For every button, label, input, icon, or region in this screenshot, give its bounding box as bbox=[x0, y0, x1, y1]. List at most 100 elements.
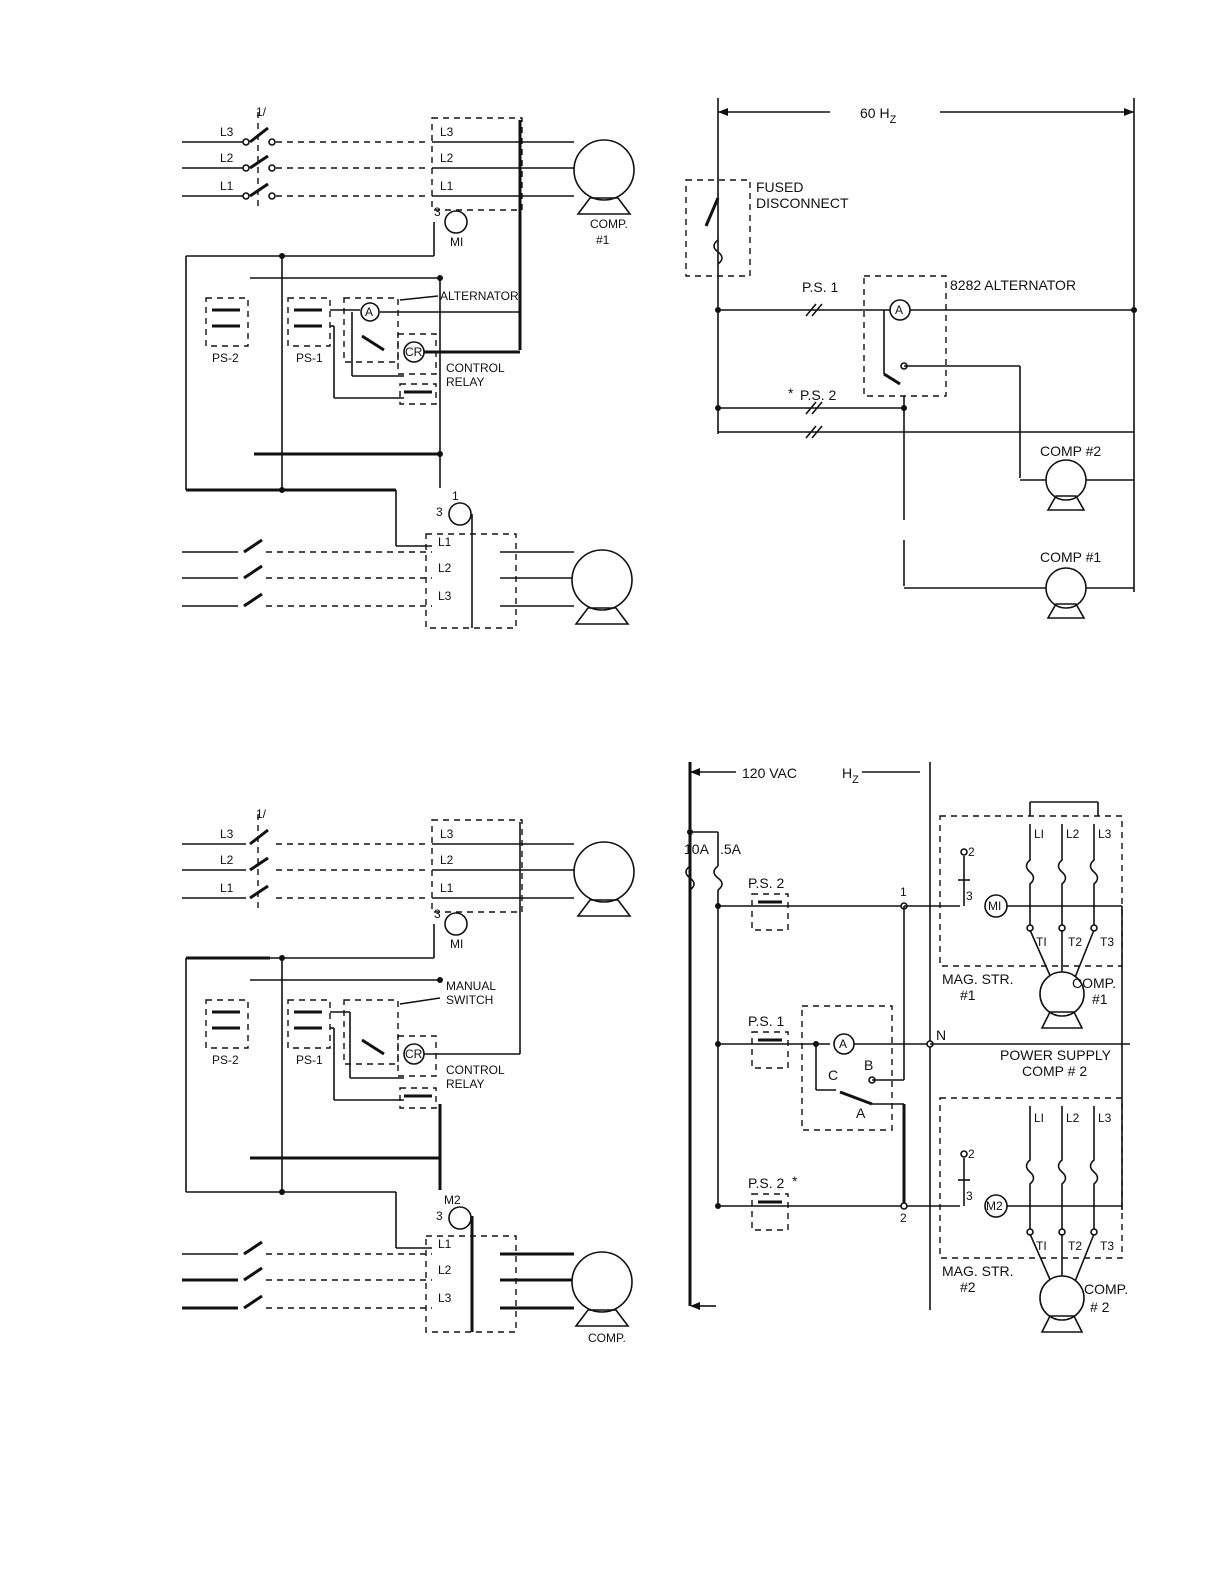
mag-str1-line2: #1 bbox=[960, 987, 976, 1003]
c-control-relay-line2: RELAY bbox=[446, 1077, 484, 1091]
term2-bottom: 2 bbox=[968, 1147, 975, 1161]
diagram-a-disconnect: L3 L2 L1 1/ bbox=[182, 105, 428, 206]
c-motor-label: COMP. bbox=[588, 1331, 626, 1345]
supply-d: 120 VAC bbox=[742, 765, 797, 781]
c-line-l2: L2 bbox=[220, 853, 234, 867]
alt-b-label: B bbox=[864, 1057, 873, 1073]
load-term-top-t1: TI bbox=[1036, 935, 1047, 949]
line-term-bottom-l1: LI bbox=[1034, 1111, 1044, 1125]
mag-str2-line1: MAG. STR. bbox=[942, 1263, 1014, 1279]
term3-bottom: 3 bbox=[966, 1189, 973, 1203]
comp1-d-line2: #1 bbox=[1092, 991, 1108, 1007]
load-term-bottom-t1: TI bbox=[1036, 1239, 1047, 1253]
power-supply-line1: POWER SUPPLY bbox=[1000, 1047, 1112, 1063]
load-term-bottom-t3: T3 bbox=[1100, 1239, 1114, 1253]
diagram-a-starter-1: L3 L2 L1 3 MI bbox=[431, 117, 574, 350]
diagram-d: 120 VAC HZ 10A .5A P.S. 2 1 bbox=[684, 762, 1130, 1333]
fused-line2: DISCONNECT bbox=[756, 195, 849, 211]
load-term-top-t3: T3 bbox=[1100, 935, 1114, 949]
motor-number: #1 bbox=[596, 233, 610, 247]
lower-line-l2: L2 bbox=[438, 561, 452, 575]
comp2-d-line2: # 2 bbox=[1090, 1299, 1110, 1315]
comp2-label-b: COMP #2 bbox=[1040, 443, 1101, 459]
diagram-a-ps2: PS-2 bbox=[205, 297, 249, 365]
c-contactor-l3: L3 bbox=[440, 827, 454, 841]
lower-coil-terminal: 3 bbox=[436, 505, 443, 519]
line-label-l1: L1 bbox=[220, 179, 234, 193]
control-relay-line1: CONTROL bbox=[446, 361, 505, 375]
ps1-label-d: P.S. 1 bbox=[748, 1013, 785, 1029]
control-relay-line2: RELAY bbox=[446, 375, 484, 389]
coil-top: MI bbox=[988, 899, 1001, 913]
alternator-label: ALTERNATOR bbox=[440, 289, 519, 303]
diagram-d-ps2-bottom: P.S. 2 * 2 bbox=[715, 1173, 960, 1231]
node1-label: 1 bbox=[900, 885, 907, 899]
comp1-d-line1: COMP. bbox=[1072, 975, 1116, 991]
diagram-c-ps1: PS-1 bbox=[287, 999, 404, 1101]
alt-c-label: C bbox=[828, 1067, 838, 1083]
fused-line1: FUSED bbox=[756, 179, 803, 195]
c-ps2-label: PS-2 bbox=[212, 1053, 239, 1067]
supply-hz-d: HZ bbox=[842, 765, 859, 786]
term2-top: 2 bbox=[968, 845, 975, 859]
ps2-bottom-mark: * bbox=[792, 1173, 798, 1189]
fuse2-label: .5A bbox=[720, 841, 742, 857]
load-term-bottom-t2: T2 bbox=[1068, 1239, 1082, 1253]
contactor-l3: L3 bbox=[440, 125, 454, 139]
diagram-a: L3 L2 L1 1/ L3 L2 L1 3 MI COMP. # bbox=[182, 105, 635, 629]
c-line-l3: L3 bbox=[220, 827, 234, 841]
diagram-d-ps2-top: P.S. 2 1 bbox=[715, 875, 960, 931]
mag-str1-line1: MAG. STR. bbox=[942, 971, 1014, 987]
diagram-d-mag-starter-2: 2 3 M2 LI L2 L3 TI T2 T3 MAG. STR. #2 CO… bbox=[939, 1097, 1128, 1333]
diagram-b-comp2: COMP #2 bbox=[1020, 443, 1134, 511]
diagram-c-starter-1: L3 L2 L1 3 MI bbox=[431, 819, 635, 1054]
line-term-top-l2: L2 bbox=[1066, 827, 1080, 841]
line-term-top-l1: LI bbox=[1034, 827, 1044, 841]
relay-symbol: CR bbox=[405, 345, 423, 359]
diagram-c-starter-2: 3 M2 L1 L2 L3 COMP. bbox=[182, 1193, 633, 1345]
diagram-a-ps1: PS-1 bbox=[287, 297, 404, 399]
diagram-b-alternator: A 8282 ALTERNATOR bbox=[863, 275, 1076, 397]
diagram-d-ps1: P.S. 1 A B C A N bbox=[715, 906, 946, 1206]
c-relay-symbol: CR bbox=[405, 1047, 423, 1061]
diagram-b-fused-disconnect: FUSED DISCONNECT bbox=[685, 179, 849, 277]
c-lower-l2: L2 bbox=[438, 1263, 452, 1277]
switch-mark: 1/ bbox=[256, 105, 267, 119]
diagram-d-mag-starter-1: 2 3 MI LI L2 L3 TI T2 T3 MAG. STR. #1 bbox=[939, 801, 1123, 1210]
c-control-relay-line1: CONTROL bbox=[446, 1063, 505, 1077]
node2-label: 2 bbox=[900, 1211, 907, 1225]
line-label-l3: L3 bbox=[220, 125, 234, 139]
neutral-label: N bbox=[936, 1027, 946, 1043]
comp2-d-line1: COMP. bbox=[1084, 1281, 1128, 1297]
coil-label: MI bbox=[450, 235, 463, 249]
ps2-bottom-label: P.S. 2 bbox=[748, 1175, 785, 1191]
line-term-bottom-l3: L3 bbox=[1098, 1111, 1112, 1125]
diagram-c-manual-switch: MANUAL SWITCH bbox=[343, 979, 496, 1078]
c-coil-terminal: 3 bbox=[434, 907, 441, 921]
supply-label: 60 HZ bbox=[860, 105, 897, 126]
manual-line1: MANUAL bbox=[446, 979, 496, 993]
diagram-a-alternator: A ALTERNATOR bbox=[343, 289, 520, 376]
c-line-l1: L1 bbox=[220, 881, 234, 895]
ps1-label: PS-1 bbox=[296, 351, 323, 365]
mag-str2-line2: #2 bbox=[960, 1279, 976, 1295]
motor-label: COMP. bbox=[590, 217, 628, 231]
load-term-top-t2: T2 bbox=[1068, 935, 1082, 949]
c-ps1-label: PS-1 bbox=[296, 1053, 323, 1067]
alt-symbol-d: A bbox=[839, 1037, 847, 1051]
ps1-label-b: P.S. 1 bbox=[802, 279, 839, 295]
diagram-c-ps2: PS-2 bbox=[205, 999, 249, 1067]
diagram-b: 60 HZ FUSED DISCONNECT P.S. 1 A 8282 ALT… bbox=[685, 98, 1137, 619]
ps2-label-b: P.S. 2 bbox=[800, 387, 837, 403]
c-contactor-l1: L1 bbox=[440, 881, 454, 895]
ps2-label: PS-2 bbox=[212, 351, 239, 365]
diagram-c-control-relay: CR CONTROL RELAY bbox=[350, 1035, 520, 1109]
line-label-l2: L2 bbox=[220, 151, 234, 165]
line-term-top-l3: L3 bbox=[1098, 827, 1112, 841]
c-lower-coil: M2 bbox=[444, 1193, 461, 1207]
c-lower-l1: L1 bbox=[438, 1237, 452, 1251]
alt-symbol-b: A bbox=[895, 303, 903, 317]
ps2-top-label: P.S. 2 bbox=[748, 875, 785, 891]
